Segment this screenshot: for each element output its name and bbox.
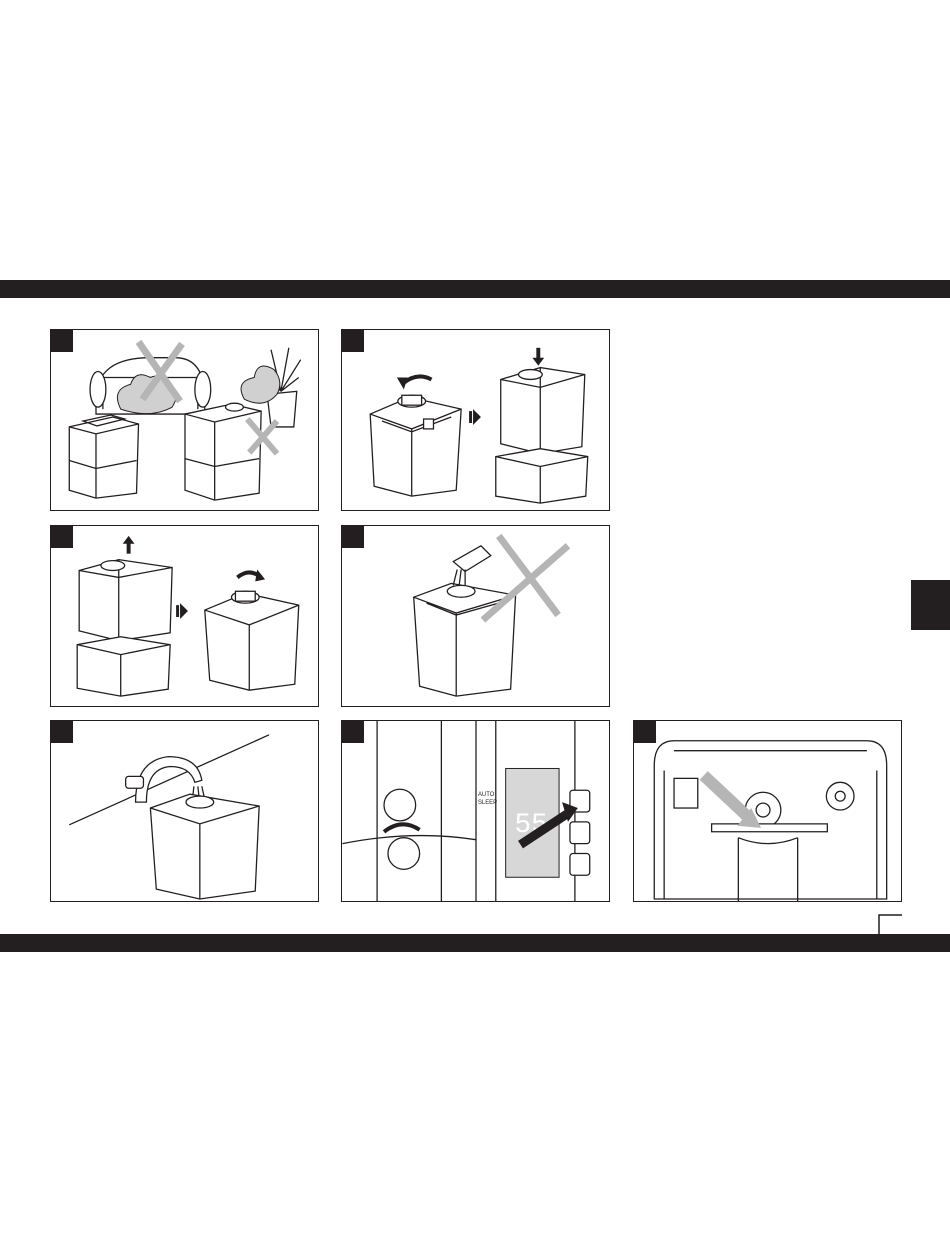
assembly-illustration: [342, 330, 609, 510]
footer-bar: [0, 934, 950, 952]
section-tab: [911, 580, 950, 630]
panel-5-fill-tap: [50, 720, 319, 902]
panel-4-no-additives: [341, 525, 610, 707]
page-corner-mark: [878, 914, 902, 934]
panel-1-placement: [50, 329, 319, 511]
auto-label: AUTO: [478, 792, 495, 798]
no-additives-illustration: [342, 526, 609, 706]
panel-3-lift-tank: [50, 525, 319, 707]
sleep-label: SLEEP: [478, 800, 497, 806]
header-bar: [0, 280, 950, 298]
panel-2-assembly: [341, 329, 610, 511]
lift-tank-illustration: [51, 526, 318, 706]
panel-7-base-bottom: [633, 720, 902, 902]
control-panel-illustration: 55 AUTO SLEEP: [342, 721, 609, 901]
fill-tap-illustration: [51, 721, 318, 901]
placement-illustration: [51, 330, 318, 510]
panel-6-control-panel: 55 AUTO SLEEP: [341, 720, 610, 902]
base-bottom-illustration: [634, 721, 901, 901]
